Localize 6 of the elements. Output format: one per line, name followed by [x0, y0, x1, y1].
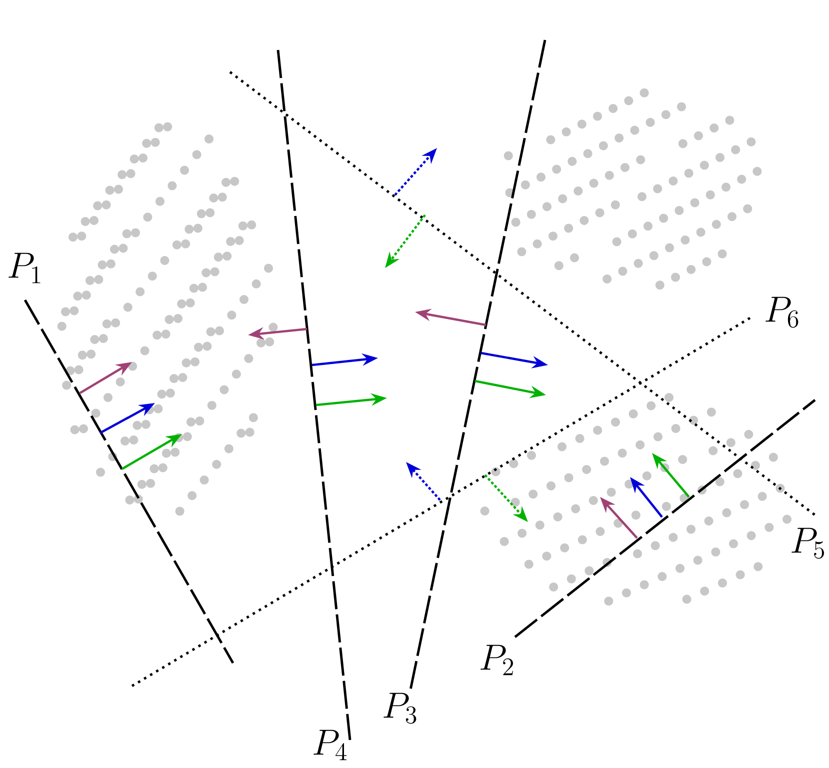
- line-label: $P_4$: [314, 730, 347, 760]
- line-label: $P_6$: [766, 296, 798, 328]
- line-label: $P_3$: [384, 692, 416, 724]
- line-label: $P_1$: [8, 252, 40, 284]
- line-label: $P_5$: [792, 528, 824, 559]
- line-label: $P_2$: [480, 644, 513, 676]
